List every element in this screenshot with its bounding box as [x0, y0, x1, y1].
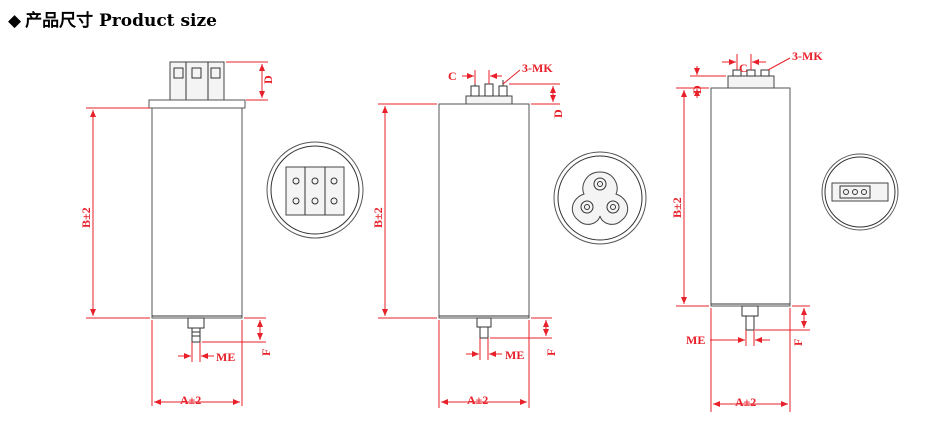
- fig2-label-d: D: [551, 109, 565, 118]
- figure-3-side-view: C 3-MK D B±2 F ME A±2: [670, 49, 823, 412]
- fig2-terminal-cluster: [571, 171, 629, 225]
- fig3-label-b: B±2: [670, 197, 684, 218]
- figure-1-side-view: D B±2 F ME A±2: [79, 61, 275, 407]
- fig1-top-terminal-block: [285, 166, 345, 216]
- figure-3-top-view: [821, 153, 899, 231]
- fig1-label-b: B±2: [79, 207, 93, 228]
- fig3-label-me: ME: [686, 333, 705, 347]
- fig1-label-f: F: [259, 349, 273, 356]
- fig1-label-d: D: [261, 75, 275, 84]
- figure-2-top-view: [553, 151, 647, 245]
- fig3-top-terminal-block: [831, 182, 889, 202]
- fig2-label-b: B±2: [371, 207, 385, 228]
- fig3-label-a: A±2: [735, 395, 756, 409]
- fig1-lid: [148, 99, 246, 109]
- fig2-label-f: F: [544, 349, 558, 356]
- fig2-terminal-base: [465, 95, 513, 105]
- fig3-label-c: C: [739, 61, 748, 75]
- figure-1-top-view: [266, 141, 364, 239]
- diamond-icon: ◆: [8, 11, 22, 31]
- fig3-stud: [745, 315, 755, 331]
- fig1-stud: [191, 327, 201, 343]
- fig3-label-f: F: [791, 339, 805, 346]
- fig2-stud: [479, 326, 489, 339]
- fig3-can-body: [710, 87, 791, 307]
- fig2-label-mk: 3-MK: [522, 61, 553, 75]
- fig3-label-mk: 3-MK: [792, 49, 823, 63]
- fig2-stud-nut: [476, 317, 492, 328]
- figure-2-side-view: C 3-MK D B±2 F ME A±2: [371, 61, 565, 408]
- section-title-text: 产品尺寸 Product size: [25, 11, 217, 31]
- fig3-stud-nut: [741, 305, 759, 317]
- fig2-label-me: ME: [505, 348, 524, 362]
- fig1-label-a: A±2: [180, 393, 201, 407]
- fig3-label-d: D: [690, 85, 704, 94]
- fig2-can-body: [438, 103, 530, 319]
- fig2-label-c: C: [448, 69, 457, 83]
- section-title: ◆产品尺寸 Product size: [8, 6, 217, 31]
- fig1-label-me: ME: [216, 350, 235, 364]
- fig2-label-a: A±2: [467, 393, 488, 407]
- fig3-terminal-block: [727, 75, 775, 89]
- fig1-can-body: [151, 107, 243, 319]
- fig1-stud-nut: [187, 317, 205, 329]
